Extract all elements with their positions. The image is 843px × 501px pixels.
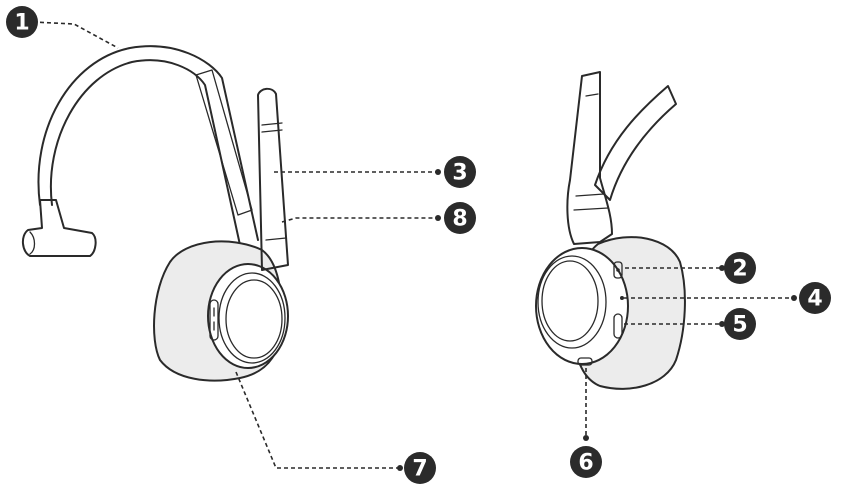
callout-2-badge: 2 — [724, 252, 756, 284]
callout-8-badge: 8 — [444, 202, 476, 234]
callout-3-badge: 3 — [444, 156, 476, 188]
callout-8-label: 8 — [452, 207, 467, 232]
right-mic-boom — [594, 85, 677, 201]
callout-6-badge: 6 — [570, 446, 602, 478]
headset-back-view — [535, 71, 686, 390]
callout-6-label: 6 — [578, 451, 593, 476]
headband — [37, 45, 259, 241]
headset-front-view — [22, 45, 289, 382]
headband-end-pad — [22, 199, 97, 257]
left-mic-boom — [257, 87, 289, 271]
callout-1-label: 1 — [14, 11, 29, 36]
callout-7-label: 7 — [412, 457, 427, 482]
callout-2-label: 2 — [732, 257, 747, 282]
callout-5-label: 5 — [732, 313, 747, 338]
right-headband-slider — [566, 71, 613, 245]
leader-dots — [397, 169, 797, 471]
callout-3-label: 3 — [452, 161, 467, 186]
callout-4-badge: 4 — [799, 282, 831, 314]
callout-5-badge: 5 — [724, 308, 756, 340]
callout-7-badge: 7 — [404, 452, 436, 484]
callout-1-badge: 1 — [6, 6, 38, 38]
leader-lines — [32, 21, 794, 469]
right-ear-cup — [535, 247, 629, 365]
callout-4-label: 4 — [807, 287, 822, 312]
left-ear-cup — [207, 263, 289, 369]
